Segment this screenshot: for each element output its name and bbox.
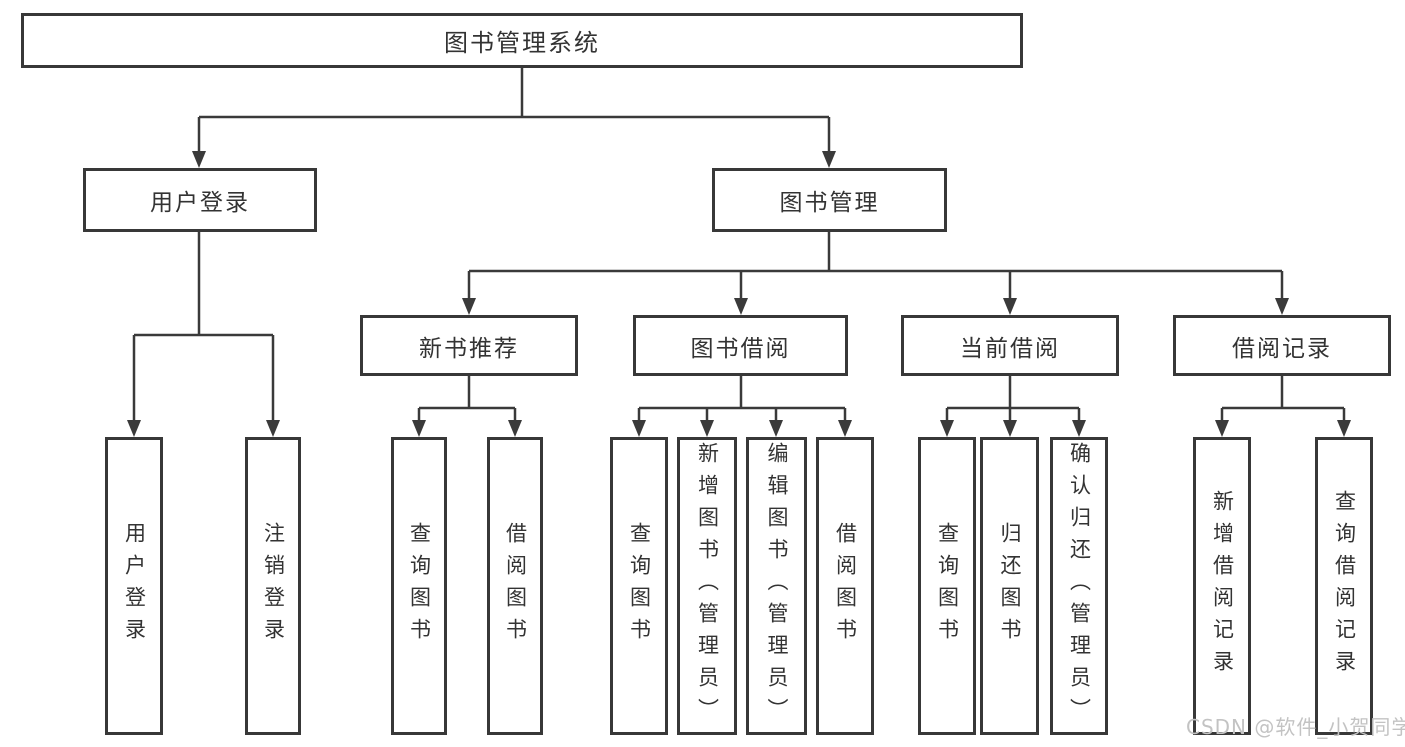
node-system-root-label: 图书管理系统 <box>444 29 600 57</box>
leaf-confirm-return-admin-label: 确认归还（管理员） <box>1067 442 1092 730</box>
leaf-recommend-query-books-label: 查询图书 <box>407 522 432 650</box>
leaf-record-add-label: 新增借阅记录 <box>1210 490 1235 682</box>
node-user-login: 用户登录 <box>83 168 317 232</box>
leaf-user-login: 用户登录 <box>105 437 163 735</box>
connector-user-login-trunk <box>132 232 275 423</box>
node-new-book-recommendation: 新书推荐 <box>360 315 578 376</box>
csdn-watermark: CSDN @软件_小贺同学 <box>1186 715 1405 739</box>
connector-book-mgmt-trunk <box>467 232 1284 301</box>
leaf-borrow-query-books: 查询图书 <box>610 437 668 735</box>
leaf-record-query-label: 查询借阅记录 <box>1332 490 1357 682</box>
node-book-borrowing: 图书借阅 <box>633 315 848 376</box>
connector-recommend-trunk <box>417 376 517 423</box>
leaf-record-query: 查询借阅记录 <box>1315 437 1373 735</box>
leaf-edit-books-admin-label: 编辑图书（管理员） <box>765 442 789 730</box>
node-system-root: 图书管理系统 <box>21 13 1023 68</box>
node-current-borrowing-label: 当前借阅 <box>960 335 1060 362</box>
leaf-recommend-query-books: 查询图书 <box>391 437 447 735</box>
leaf-record-add: 新增借阅记录 <box>1193 437 1251 735</box>
node-borrowing-records: 借阅记录 <box>1173 315 1391 376</box>
node-user-login-label: 用户登录 <box>150 190 250 216</box>
node-new-book-recommendation-label: 新书推荐 <box>419 335 519 362</box>
connector-current-trunk <box>945 376 1081 423</box>
leaf-add-books-admin: 新增图书（管理员） <box>677 437 737 735</box>
node-book-management-label: 图书管理 <box>779 190 880 216</box>
connector-records-trunk <box>1220 376 1346 423</box>
leaf-current-query-books: 查询图书 <box>918 437 976 735</box>
node-book-borrowing-label: 图书借阅 <box>690 335 791 362</box>
leaf-recommend-borrow-books-label: 借阅图书 <box>503 522 528 650</box>
node-current-borrowing: 当前借阅 <box>901 315 1119 376</box>
leaf-add-books-admin-label: 新增图书（管理员） <box>695 442 720 730</box>
leaf-user-login-label: 用户登录 <box>122 522 147 650</box>
connector-borrowing-trunk <box>637 376 847 423</box>
leaf-current-query-books-label: 查询图书 <box>935 522 960 650</box>
leaf-logout-label: 注销登录 <box>261 522 286 650</box>
leaf-edit-books-admin: 编辑图书（管理员） <box>746 437 807 735</box>
leaf-borrow-books-label: 借阅图书 <box>833 522 858 650</box>
leaf-logout: 注销登录 <box>245 437 301 735</box>
leaf-borrow-query-books-label: 查询图书 <box>627 522 652 650</box>
leaf-return-books-label: 归还图书 <box>998 522 1022 650</box>
node-book-management: 图书管理 <box>712 168 947 232</box>
node-borrowing-records-label: 借阅记录 <box>1232 335 1332 362</box>
leaf-borrow-books: 借阅图书 <box>816 437 874 735</box>
leaf-confirm-return-admin: 确认归还（管理员） <box>1050 437 1108 735</box>
leaf-return-books: 归还图书 <box>980 437 1039 735</box>
leaf-recommend-borrow-books: 借阅图书 <box>487 437 543 735</box>
connector-root-trunk <box>197 68 831 153</box>
